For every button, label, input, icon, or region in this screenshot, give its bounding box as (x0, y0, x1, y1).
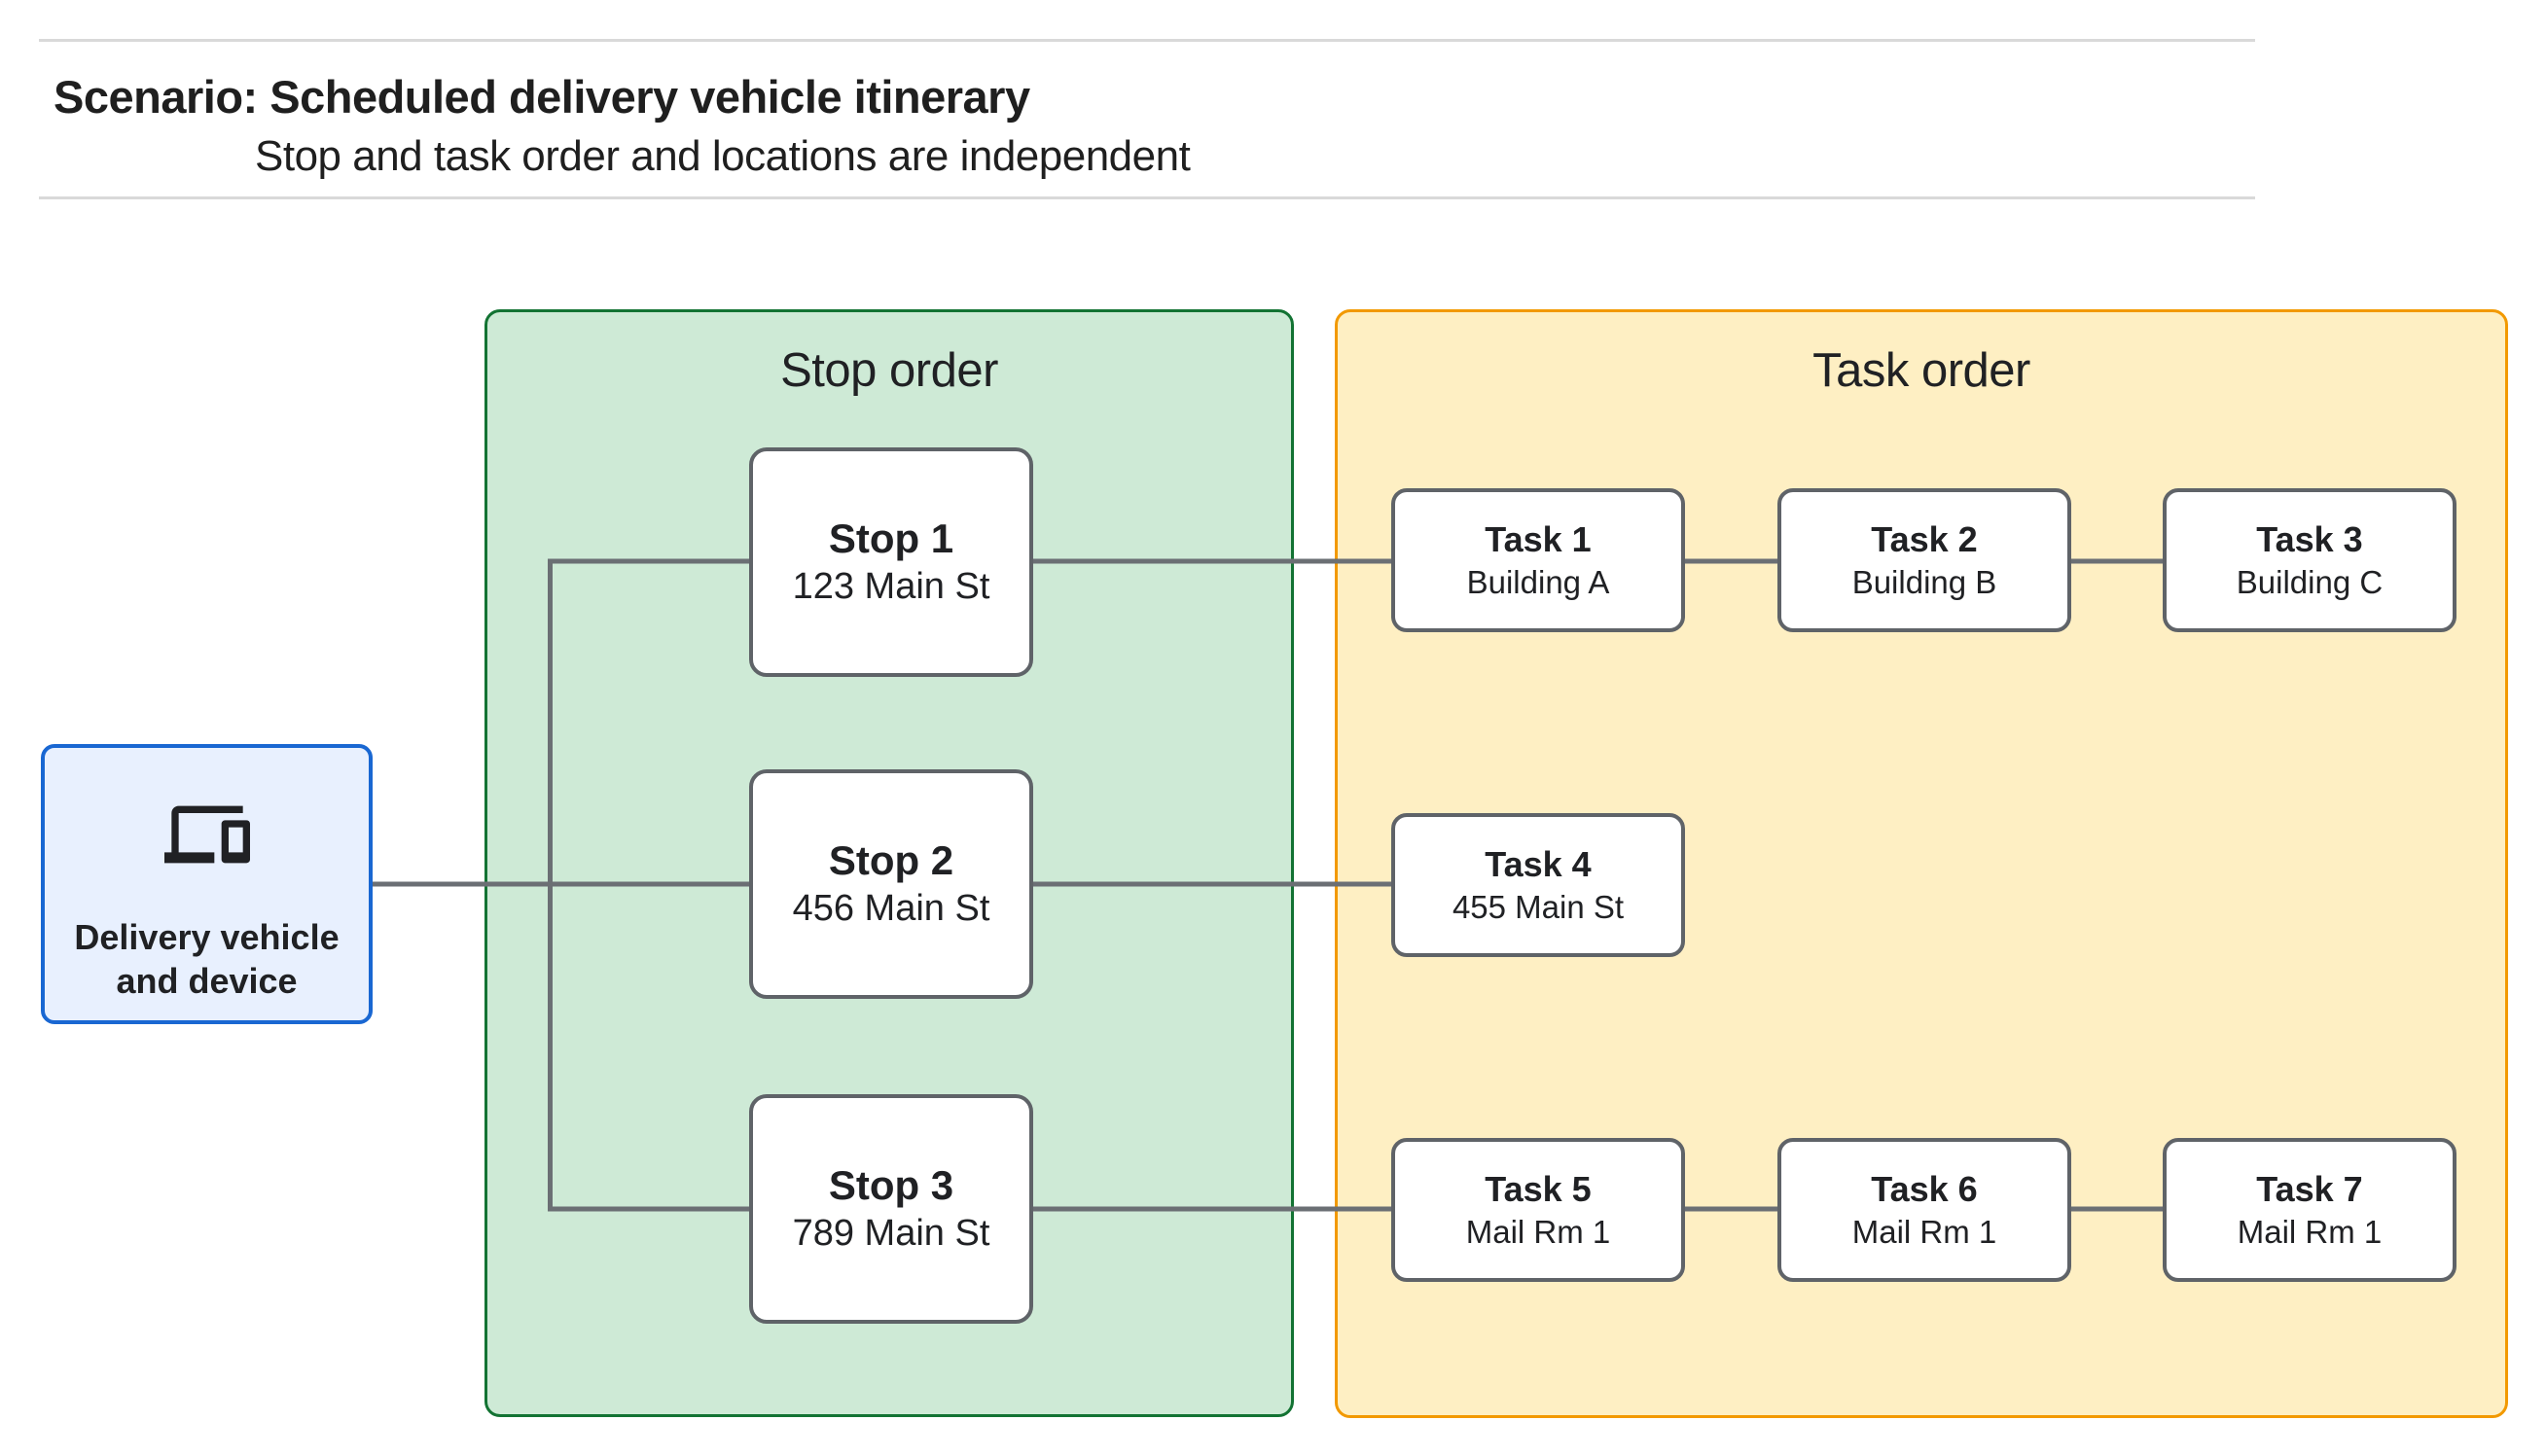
page-subtitle: Stop and task order and locations are in… (255, 132, 1191, 180)
task-3-node: Task 3 Building C (2163, 488, 2456, 632)
task-7-node: Task 7 Mail Rm 1 (2163, 1138, 2456, 1282)
task-1-node: Task 1 Building A (1391, 488, 1685, 632)
node-subtitle: 789 Main St (792, 1213, 990, 1255)
node-title: Task 3 (2256, 518, 2363, 559)
node-title: Task 6 (1871, 1168, 1978, 1209)
stop-2-node: Stop 2 456 Main St (749, 769, 1033, 999)
node-title: Task 2 (1871, 518, 1978, 559)
stop-1-node: Stop 1 123 Main St (749, 447, 1033, 677)
devices-icon (163, 799, 250, 870)
stop-order-title: Stop order (780, 344, 998, 397)
bottom-divider (39, 196, 2255, 199)
stop-3-node: Stop 3 789 Main St (749, 1094, 1033, 1324)
node-title: Task 5 (1485, 1168, 1592, 1209)
node-title: Task 1 (1485, 518, 1592, 559)
node-subtitle: Mail Rm 1 (1465, 1213, 1611, 1250)
task-6-node: Task 6 Mail Rm 1 (1777, 1138, 2071, 1282)
delivery-vehicle-node: Delivery vehicle and device (41, 744, 373, 1024)
node-subtitle: Mail Rm 1 (2237, 1213, 2383, 1250)
node-title: Stop 1 (828, 515, 954, 562)
node-subtitle: 455 Main St (1452, 888, 1625, 925)
node-subtitle: 123 Main St (792, 566, 990, 608)
node-title: Task 7 (2256, 1168, 2363, 1209)
task-5-node: Task 5 Mail Rm 1 (1391, 1138, 1685, 1282)
task-4-node: Task 4 455 Main St (1391, 813, 1685, 957)
node-subtitle: 456 Main St (792, 888, 990, 930)
node-title: Stop 3 (828, 1162, 954, 1209)
node-title: Task 4 (1485, 843, 1592, 884)
node-subtitle: Building C (2236, 563, 2384, 600)
node-subtitle: Building A (1466, 563, 1610, 600)
top-divider (39, 39, 2255, 42)
task-order-title: Task order (1812, 344, 2030, 397)
delivery-vehicle-label: Delivery vehicle and device (74, 917, 340, 1001)
node-subtitle: Mail Rm 1 (1851, 1213, 1997, 1250)
node-title: Stop 2 (828, 837, 954, 884)
page-title: Scenario: Scheduled delivery vehicle iti… (54, 71, 1030, 123)
node-subtitle: Building B (1851, 563, 1997, 600)
task-2-node: Task 2 Building B (1777, 488, 2071, 632)
